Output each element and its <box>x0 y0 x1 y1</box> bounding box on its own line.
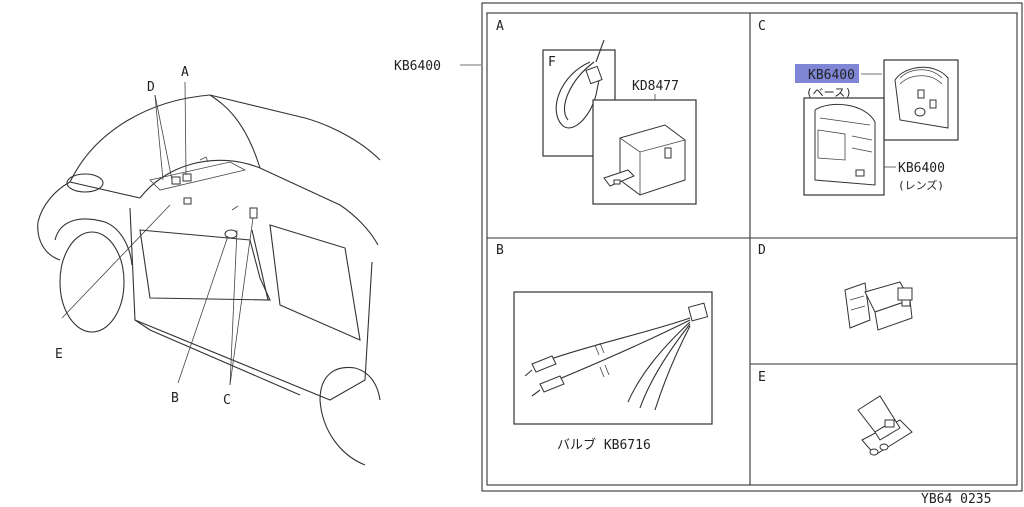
bulb-harness-icon <box>524 302 709 411</box>
panel-a-letter: A <box>496 19 504 34</box>
panel-frame-outer <box>481 2 1023 492</box>
panel-c: C KB6400 (ベース) KB6400 (レンズ) <box>758 19 959 196</box>
bulb-caption: バルブ KB6716 <box>557 437 651 453</box>
panel-d-letter: D <box>758 243 766 258</box>
lens-part-note: (レンズ) <box>898 178 944 192</box>
panel-e-letter: E <box>758 370 766 385</box>
kd8477-label: KD8477 <box>632 79 679 94</box>
panel-b-letter: B <box>496 243 504 258</box>
panel-b: B バルブ KB6716 <box>496 243 713 453</box>
cable-tie-icon <box>555 39 605 129</box>
lamp-lens-icon <box>814 103 876 186</box>
panel-d: D <box>758 243 913 331</box>
highlight-box <box>795 64 859 83</box>
panel-a: A F KD8477 <box>496 19 697 205</box>
callout-e: E <box>55 347 63 362</box>
panel-f-letter: F <box>548 55 556 70</box>
vehicle-callout-lines <box>61 81 254 386</box>
panel-c-letter: C <box>758 19 766 34</box>
panel-frame-inner <box>486 12 1018 486</box>
lens-part-label: KB6400 <box>898 161 945 176</box>
clip-d-icon <box>844 281 913 331</box>
callout-d: D <box>147 80 155 95</box>
lamp-base-icon <box>894 66 949 129</box>
bulb-harness-box <box>513 291 713 425</box>
base-part-note: (ベース) <box>806 86 852 99</box>
callout-b: B <box>171 391 179 406</box>
clip-e-icon <box>857 395 913 456</box>
diagram-code: YB64 0235 <box>921 492 991 507</box>
main-part-label: KB6400 <box>394 59 441 74</box>
callout-a: A <box>181 65 189 80</box>
relay-unit-icon <box>603 124 686 196</box>
base-part-label: KB6400 <box>808 68 855 83</box>
panel-e: E <box>758 370 913 456</box>
vehicle-illustration <box>37 94 381 466</box>
callout-c: C <box>223 393 231 408</box>
